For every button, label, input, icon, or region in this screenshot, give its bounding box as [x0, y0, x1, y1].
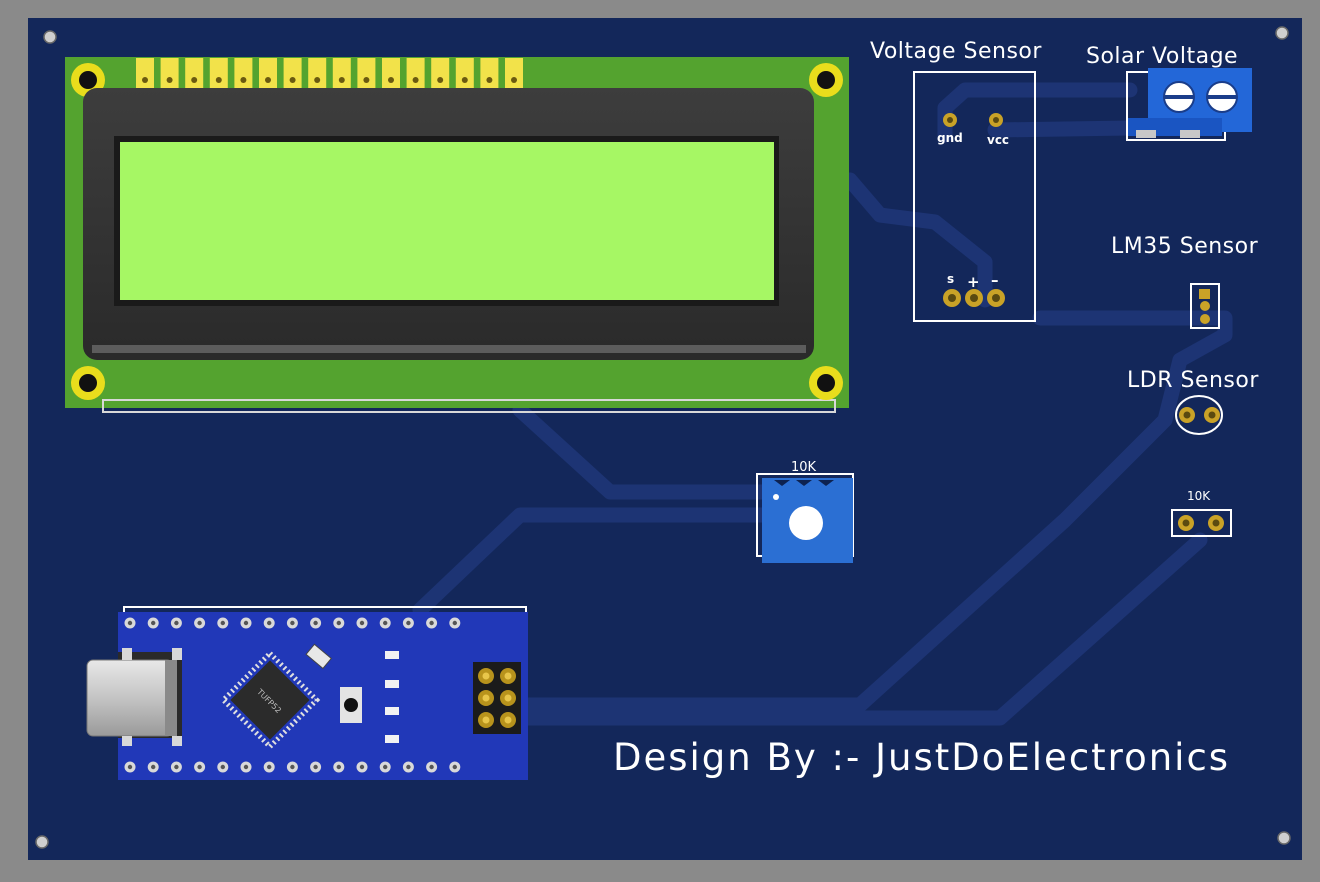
- mounting-hole: [43, 30, 57, 44]
- lcd-pin: [431, 58, 450, 88]
- lcd-header-pins: [136, 58, 523, 88]
- mounting-hole: [35, 835, 49, 849]
- potentiometer-value: 10K: [791, 460, 817, 475]
- lcd-mount-holes: [71, 63, 843, 400]
- lcd-pin: [234, 58, 253, 88]
- voltage-sensor-label: Voltage Sensor: [870, 39, 1042, 64]
- pcb-traces: [412, 82, 1233, 726]
- lm35-label: LM35 Sensor: [1111, 234, 1259, 259]
- lcd-screen: [120, 142, 774, 300]
- lm35-sensor: LM35 Sensor: [1111, 234, 1259, 329]
- usb-c-connector: [86, 659, 174, 737]
- nano-pcb: [118, 612, 528, 780]
- ldr-label: LDR Sensor: [1127, 368, 1259, 393]
- solar-terminal-block: Solar Voltage: [1086, 44, 1252, 141]
- nano-crystal: [305, 643, 332, 670]
- lcd-pin: [259, 58, 277, 88]
- voltage-sensor: Voltage Sensor gnd vcc s + –: [870, 39, 1042, 322]
- nano-pin-headers: [124, 617, 461, 773]
- lcd-pin: [136, 58, 154, 88]
- resistor-footprint: [1171, 509, 1232, 537]
- nano-leds: [385, 651, 399, 743]
- lcd-pin: [308, 58, 327, 88]
- ldr-sensor: LDR Sensor: [1127, 368, 1259, 435]
- mounting-hole: [1277, 831, 1291, 845]
- pin-label-minus: –: [991, 271, 999, 289]
- resistor-10k: 10K: [1171, 489, 1232, 537]
- lcd-pin: [480, 58, 499, 88]
- lcd-pin: [160, 58, 179, 88]
- ldr-footprint: [1175, 395, 1223, 435]
- pin-label-vcc: vcc: [987, 133, 1009, 147]
- lcd-pin: [406, 58, 425, 88]
- lcd-pin: [382, 58, 400, 88]
- lcd-pin: [209, 58, 228, 88]
- potentiometer-10k: 10K: [756, 460, 854, 563]
- lcd-pin: [505, 58, 523, 88]
- resistor-value: 10K: [1187, 489, 1211, 503]
- pin-label-plus: +: [967, 273, 980, 291]
- arduino-nano: TUFP52: [86, 606, 528, 780]
- pin-label-s: s: [947, 272, 954, 286]
- voltage-sensor-bottom-pads: [943, 289, 1005, 307]
- solar-voltage-label: Solar Voltage: [1086, 44, 1238, 69]
- lcd-pin: [185, 58, 204, 88]
- lcd-pin: [357, 58, 376, 88]
- designer-credit: Design By :- JustDoElectronics: [613, 736, 1230, 779]
- lcd-pin: [332, 58, 351, 88]
- voltage-sensor-top-pads: [943, 113, 1003, 127]
- lcd-module: [65, 57, 849, 413]
- voltage-sensor-outline: [913, 71, 1036, 322]
- lm35-footprint: [1190, 283, 1220, 329]
- mounting-holes: [35, 26, 1291, 849]
- potentiometer-knob: [789, 506, 823, 540]
- mounting-hole: [1275, 26, 1289, 40]
- lcd-pin: [283, 58, 302, 88]
- pin-label-gnd: gnd: [937, 131, 963, 145]
- lcd-pin: [455, 58, 474, 88]
